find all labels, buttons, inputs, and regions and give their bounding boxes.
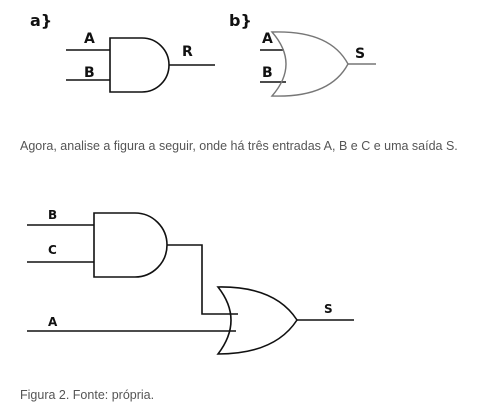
and-gate-a-output-label: R [182,44,193,60]
or-gate-b-body [270,31,349,97]
and-gate-a-body [109,37,170,93]
or-gate-b-output-label: S [355,46,365,62]
circuit-output-label: S [324,302,333,316]
figure-caption: Figura 2. Fonte: própria. [20,388,155,402]
circuit-input-label-b: B [48,208,57,222]
circuit-wire-and-to-or [167,244,238,315]
circuit-input-label-a: A [48,315,58,329]
and-gate-a-input-label-2: B [84,65,95,81]
or-gate-b [260,31,376,97]
part-a-tag: a} [30,11,52,30]
or-gate-b-input-label-1: A [262,31,273,47]
circuit-or-gate [216,286,298,355]
and-gate-a-input-label-1: A [84,31,95,47]
or-gate-b-input-label-2: B [262,65,273,81]
question-text: Agora, analise a figura a seguir, onde h… [20,139,458,153]
circuit-input-label-c: C [48,243,57,257]
circuit-and-gate [93,212,168,278]
and-gate-a [66,37,215,93]
part-b-tag: b} [229,11,252,30]
circuit [27,212,354,355]
